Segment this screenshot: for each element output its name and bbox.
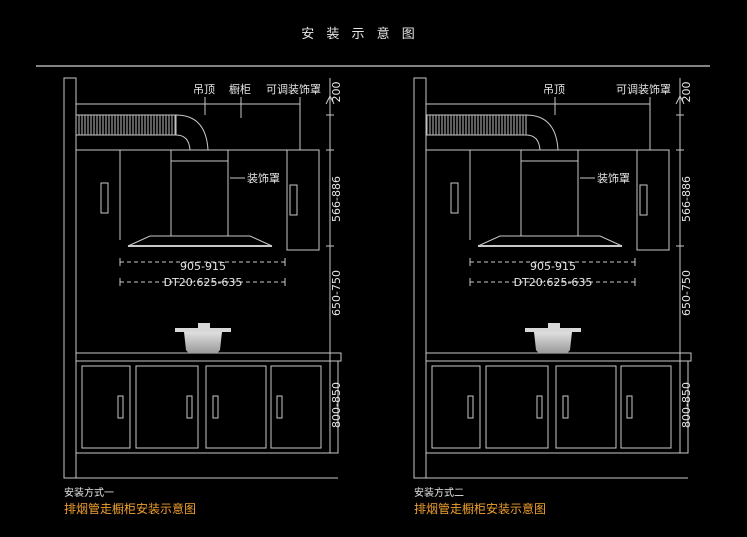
label-adjustable-cover: 可调装饰罩 [616,82,671,96]
page-title: 安 装 示 意 图 [301,26,419,42]
adjustable-cover-panel [636,149,670,251]
label-adjustable-cover: 可调装饰罩 [266,82,321,96]
hood-chimney [520,149,579,237]
cabinet-handle [289,184,298,216]
diagram-method-2-labels: 吊顶 可调装饰罩 装饰罩 905-915 DT20:625-635 200 56… [414,82,693,517]
base-cabinets [75,360,339,454]
diagram-method-1-labels: 吊顶 橱柜 可调装饰罩 装饰罩 905-915 DT20:625-635 200… [64,82,343,517]
dim-top: 200 [330,82,343,103]
adjustable-cover-panel [286,149,320,251]
countertop [425,352,692,362]
hood-canopy [127,235,273,247]
exhaust-duct [425,114,527,136]
hood-canopy [477,235,623,247]
width-model: DT20:625-635 [514,276,593,289]
diagram-method-1 [63,77,342,479]
dim-cover: 566-886 [330,176,343,222]
cabinet-handle [100,182,109,214]
duct-elbow [525,114,559,151]
diagram-method-2 [413,77,692,479]
pot-icon [175,323,231,353]
cabinet-handle [450,182,459,214]
caption-method: 安装方式一 [64,486,114,499]
label-cabinet: 橱柜 [229,82,251,96]
exhaust-duct [75,114,177,136]
width-model: DT20:625-635 [164,276,243,289]
label-cover: 装饰罩 [597,171,630,185]
caption-method: 安装方式二 [414,486,464,499]
label-ceiling: 吊顶 [543,83,565,96]
label-ceiling: 吊顶 [193,83,215,96]
dim-counter: 800-850 [680,382,693,428]
label-cover: 装饰罩 [247,171,280,185]
caption-title: 排烟管走橱柜安装示意图 [64,501,196,516]
duct-elbow [175,114,209,151]
wall [63,77,77,479]
hood-chimney [170,149,229,237]
dim-counter: 800-850 [330,382,343,428]
countertop [75,352,342,362]
width-range: 905-915 [530,260,576,273]
wall [413,77,427,479]
dim-top: 200 [680,82,693,103]
width-range: 905-915 [180,260,226,273]
dim-cover: 566-886 [680,176,693,222]
pot-icon [525,323,581,353]
cabinet-handle [639,184,648,216]
base-cabinets [425,360,689,454]
caption-title: 排烟管走橱柜安装示意图 [414,501,546,516]
dim-hood-to-stove: 650-750 [680,270,693,316]
dim-hood-to-stove: 650-750 [330,270,343,316]
